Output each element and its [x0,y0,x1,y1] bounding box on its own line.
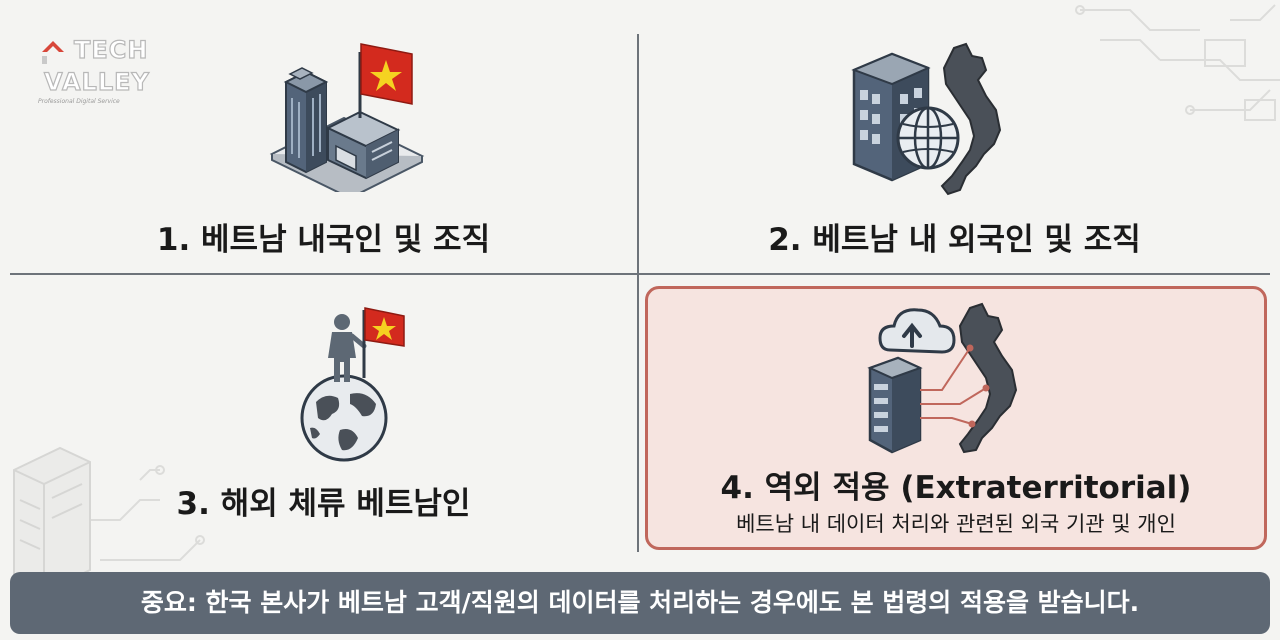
quadrant-divider-horizontal [10,273,1270,275]
important-notice-text: 중요: 한국 본사가 베트남 고객/직원의 데이터를 처리하는 경우에도 본 법… [140,588,1140,617]
person-on-globe-flag-icon [300,307,405,462]
cloud-server-vietnam-map-icon [867,302,1018,454]
quadrant-divider-vertical [637,34,639,552]
tech-valley-logo: TECH VALLEY Professional Digital Service [38,35,150,108]
quadrant-4-subtitle: 베트남 내 데이터 처리와 관련된 외국 기관 및 개인 [736,512,1176,536]
quadrant-4-title: 4. 역외 적용 (Extraterritorial) [720,470,1192,506]
logo-text-valley: VALLEY [43,67,150,96]
office-building-flag-icon [269,43,425,192]
brand-mark-icon [42,41,64,64]
building-globe-vietnam-map-icon [851,42,1002,196]
quadrant-3-title: 3. 해외 체류 베트남인 [176,486,471,522]
logo-tagline: Professional Digital Service [38,98,120,105]
quadrant-1-title: 1. 베트남 내국인 및 조직 [156,222,491,258]
important-notice-banner: 중요: 한국 본사가 베트남 고객/직원의 데이터를 처리하는 경우에도 본 법… [10,572,1270,634]
logo-text-tech: TECH [73,35,149,64]
extraterritorial-highlight-box [645,286,1267,550]
quadrant-2-title: 2. 베트남 내 외국인 및 조직 [768,222,1141,258]
